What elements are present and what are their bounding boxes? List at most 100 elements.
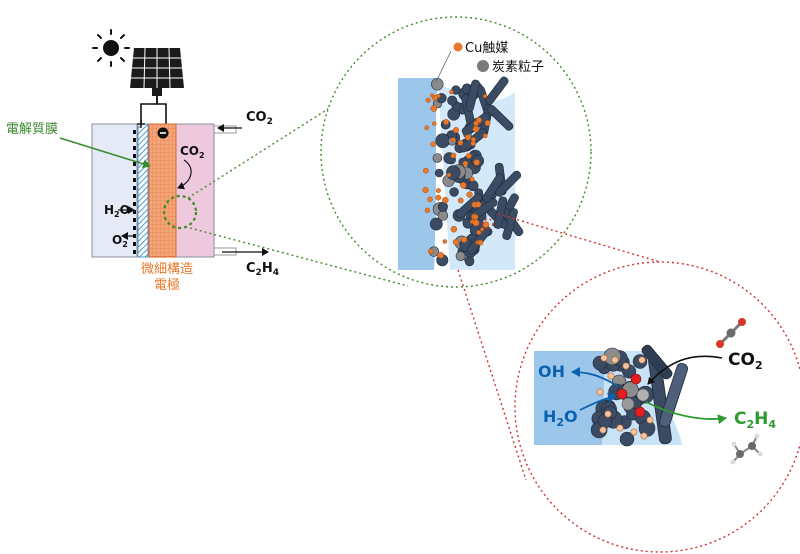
cu-particle bbox=[476, 229, 482, 235]
co2-molecule-icon bbox=[716, 318, 746, 348]
cu-particle bbox=[473, 159, 480, 166]
c2h4-zoom-arrow bbox=[645, 401, 727, 425]
carbon-particle bbox=[446, 165, 461, 180]
carbon-rod bbox=[495, 170, 522, 197]
cu-particle bbox=[470, 137, 476, 142]
carbon-rod bbox=[455, 193, 483, 219]
legend-carbon-label: 炭素粒子 bbox=[492, 60, 544, 75]
cu-particle bbox=[422, 186, 429, 194]
cu-particle bbox=[616, 424, 624, 432]
cu-particle bbox=[640, 432, 648, 440]
cu-particle bbox=[452, 238, 460, 246]
cu-particle bbox=[477, 239, 484, 246]
sun-icon bbox=[92, 29, 130, 67]
zoom2-cu-catalyst bbox=[596, 354, 654, 440]
microstructure-electrode bbox=[148, 123, 177, 258]
cathode-chamber bbox=[175, 123, 215, 258]
cu-particle bbox=[442, 196, 449, 204]
cu-particle bbox=[446, 172, 452, 178]
cu-particle bbox=[450, 225, 458, 233]
legend-pointer bbox=[435, 50, 452, 83]
cu-particle bbox=[450, 152, 457, 159]
carbon-rod bbox=[485, 76, 509, 105]
c2h4-zoom-label: C2H4 bbox=[734, 409, 776, 431]
anode-chamber bbox=[91, 123, 138, 258]
cu-particle bbox=[465, 152, 472, 159]
cu-particle bbox=[630, 428, 638, 436]
cu-particle bbox=[484, 120, 491, 126]
cu-particle bbox=[622, 362, 630, 370]
carbon-particle bbox=[437, 201, 448, 212]
cu-particle bbox=[429, 93, 435, 98]
carbon-particle bbox=[464, 256, 475, 267]
cu-particle bbox=[430, 141, 436, 147]
cu-particle bbox=[437, 252, 445, 259]
carbon-particle bbox=[437, 210, 449, 221]
cu-particle bbox=[443, 119, 450, 125]
c2h4-outlet-label: C2H4 bbox=[246, 261, 279, 278]
cu-particle bbox=[432, 121, 437, 126]
cu-particle bbox=[607, 372, 615, 380]
zoom-connector-green bbox=[187, 94, 409, 287]
cu-particle bbox=[457, 197, 464, 204]
carbon-particle bbox=[449, 187, 459, 197]
cu-particle bbox=[460, 236, 468, 243]
carbon-rod bbox=[465, 79, 480, 112]
cu-particle bbox=[646, 416, 654, 424]
cu-particle bbox=[611, 356, 619, 364]
cu-particle bbox=[474, 201, 482, 208]
circuit-wires bbox=[140, 96, 167, 124]
cu-particle bbox=[450, 137, 456, 143]
legend-cu-label: Cu触媒 bbox=[465, 41, 508, 56]
h2o-zoom-label: H2O bbox=[543, 407, 578, 429]
co2-zoom-label: CO2 bbox=[728, 350, 763, 372]
co2-inlet-label: CO2 bbox=[246, 110, 273, 127]
electrode-label-line2: 電極 bbox=[154, 277, 180, 293]
cu-particle bbox=[462, 160, 469, 167]
carbon-particle bbox=[435, 133, 451, 148]
cu-particle bbox=[442, 239, 448, 244]
zoom1-cu-catalyst bbox=[422, 89, 491, 259]
cu-particle bbox=[472, 219, 480, 227]
cu-particle bbox=[472, 214, 479, 220]
cu-particle bbox=[466, 191, 473, 198]
cu-particle bbox=[472, 125, 480, 133]
cu-particle bbox=[424, 207, 431, 213]
cu-particle bbox=[427, 196, 433, 203]
carbon-particle bbox=[455, 251, 466, 261]
electrode-label-line1: 微細構造 bbox=[141, 262, 193, 277]
zoom2-content bbox=[534, 344, 689, 447]
zoom2-reactive-sites bbox=[616, 373, 650, 418]
cu-particle bbox=[459, 181, 467, 189]
solar-panel-icon bbox=[130, 47, 184, 96]
cu-particle bbox=[435, 194, 442, 201]
carbon-particle bbox=[434, 168, 444, 178]
cu-particle bbox=[473, 120, 479, 127]
zoom-connector-red bbox=[457, 213, 661, 481]
minus-terminal bbox=[157, 127, 169, 139]
zoom1-content bbox=[398, 76, 524, 270]
membrane-pointer bbox=[59, 137, 151, 169]
carbon-particle bbox=[447, 95, 458, 106]
cu-particle bbox=[599, 426, 607, 434]
cu-particle bbox=[425, 97, 431, 103]
cu-particle bbox=[449, 89, 454, 95]
legend-carbon-dot bbox=[477, 60, 489, 72]
oh-arrow bbox=[571, 367, 619, 387]
co2-zoom-arrow bbox=[647, 355, 723, 385]
membrane-label: 電解質膜 bbox=[6, 122, 58, 137]
carbon-rod bbox=[482, 173, 505, 203]
carbon-particle bbox=[429, 217, 443, 231]
legend-cu-dot bbox=[453, 42, 463, 52]
carbon-rod bbox=[493, 196, 508, 229]
cu-particle bbox=[638, 356, 646, 364]
plus-terminal bbox=[137, 120, 145, 128]
cu-particle bbox=[482, 94, 488, 99]
cu-particle bbox=[452, 127, 460, 134]
cu-particle bbox=[600, 354, 608, 362]
oh-label: OH bbox=[538, 362, 565, 381]
cu-particle bbox=[423, 167, 429, 174]
zoom-source-circle bbox=[162, 194, 198, 230]
cu-particle bbox=[427, 248, 434, 255]
